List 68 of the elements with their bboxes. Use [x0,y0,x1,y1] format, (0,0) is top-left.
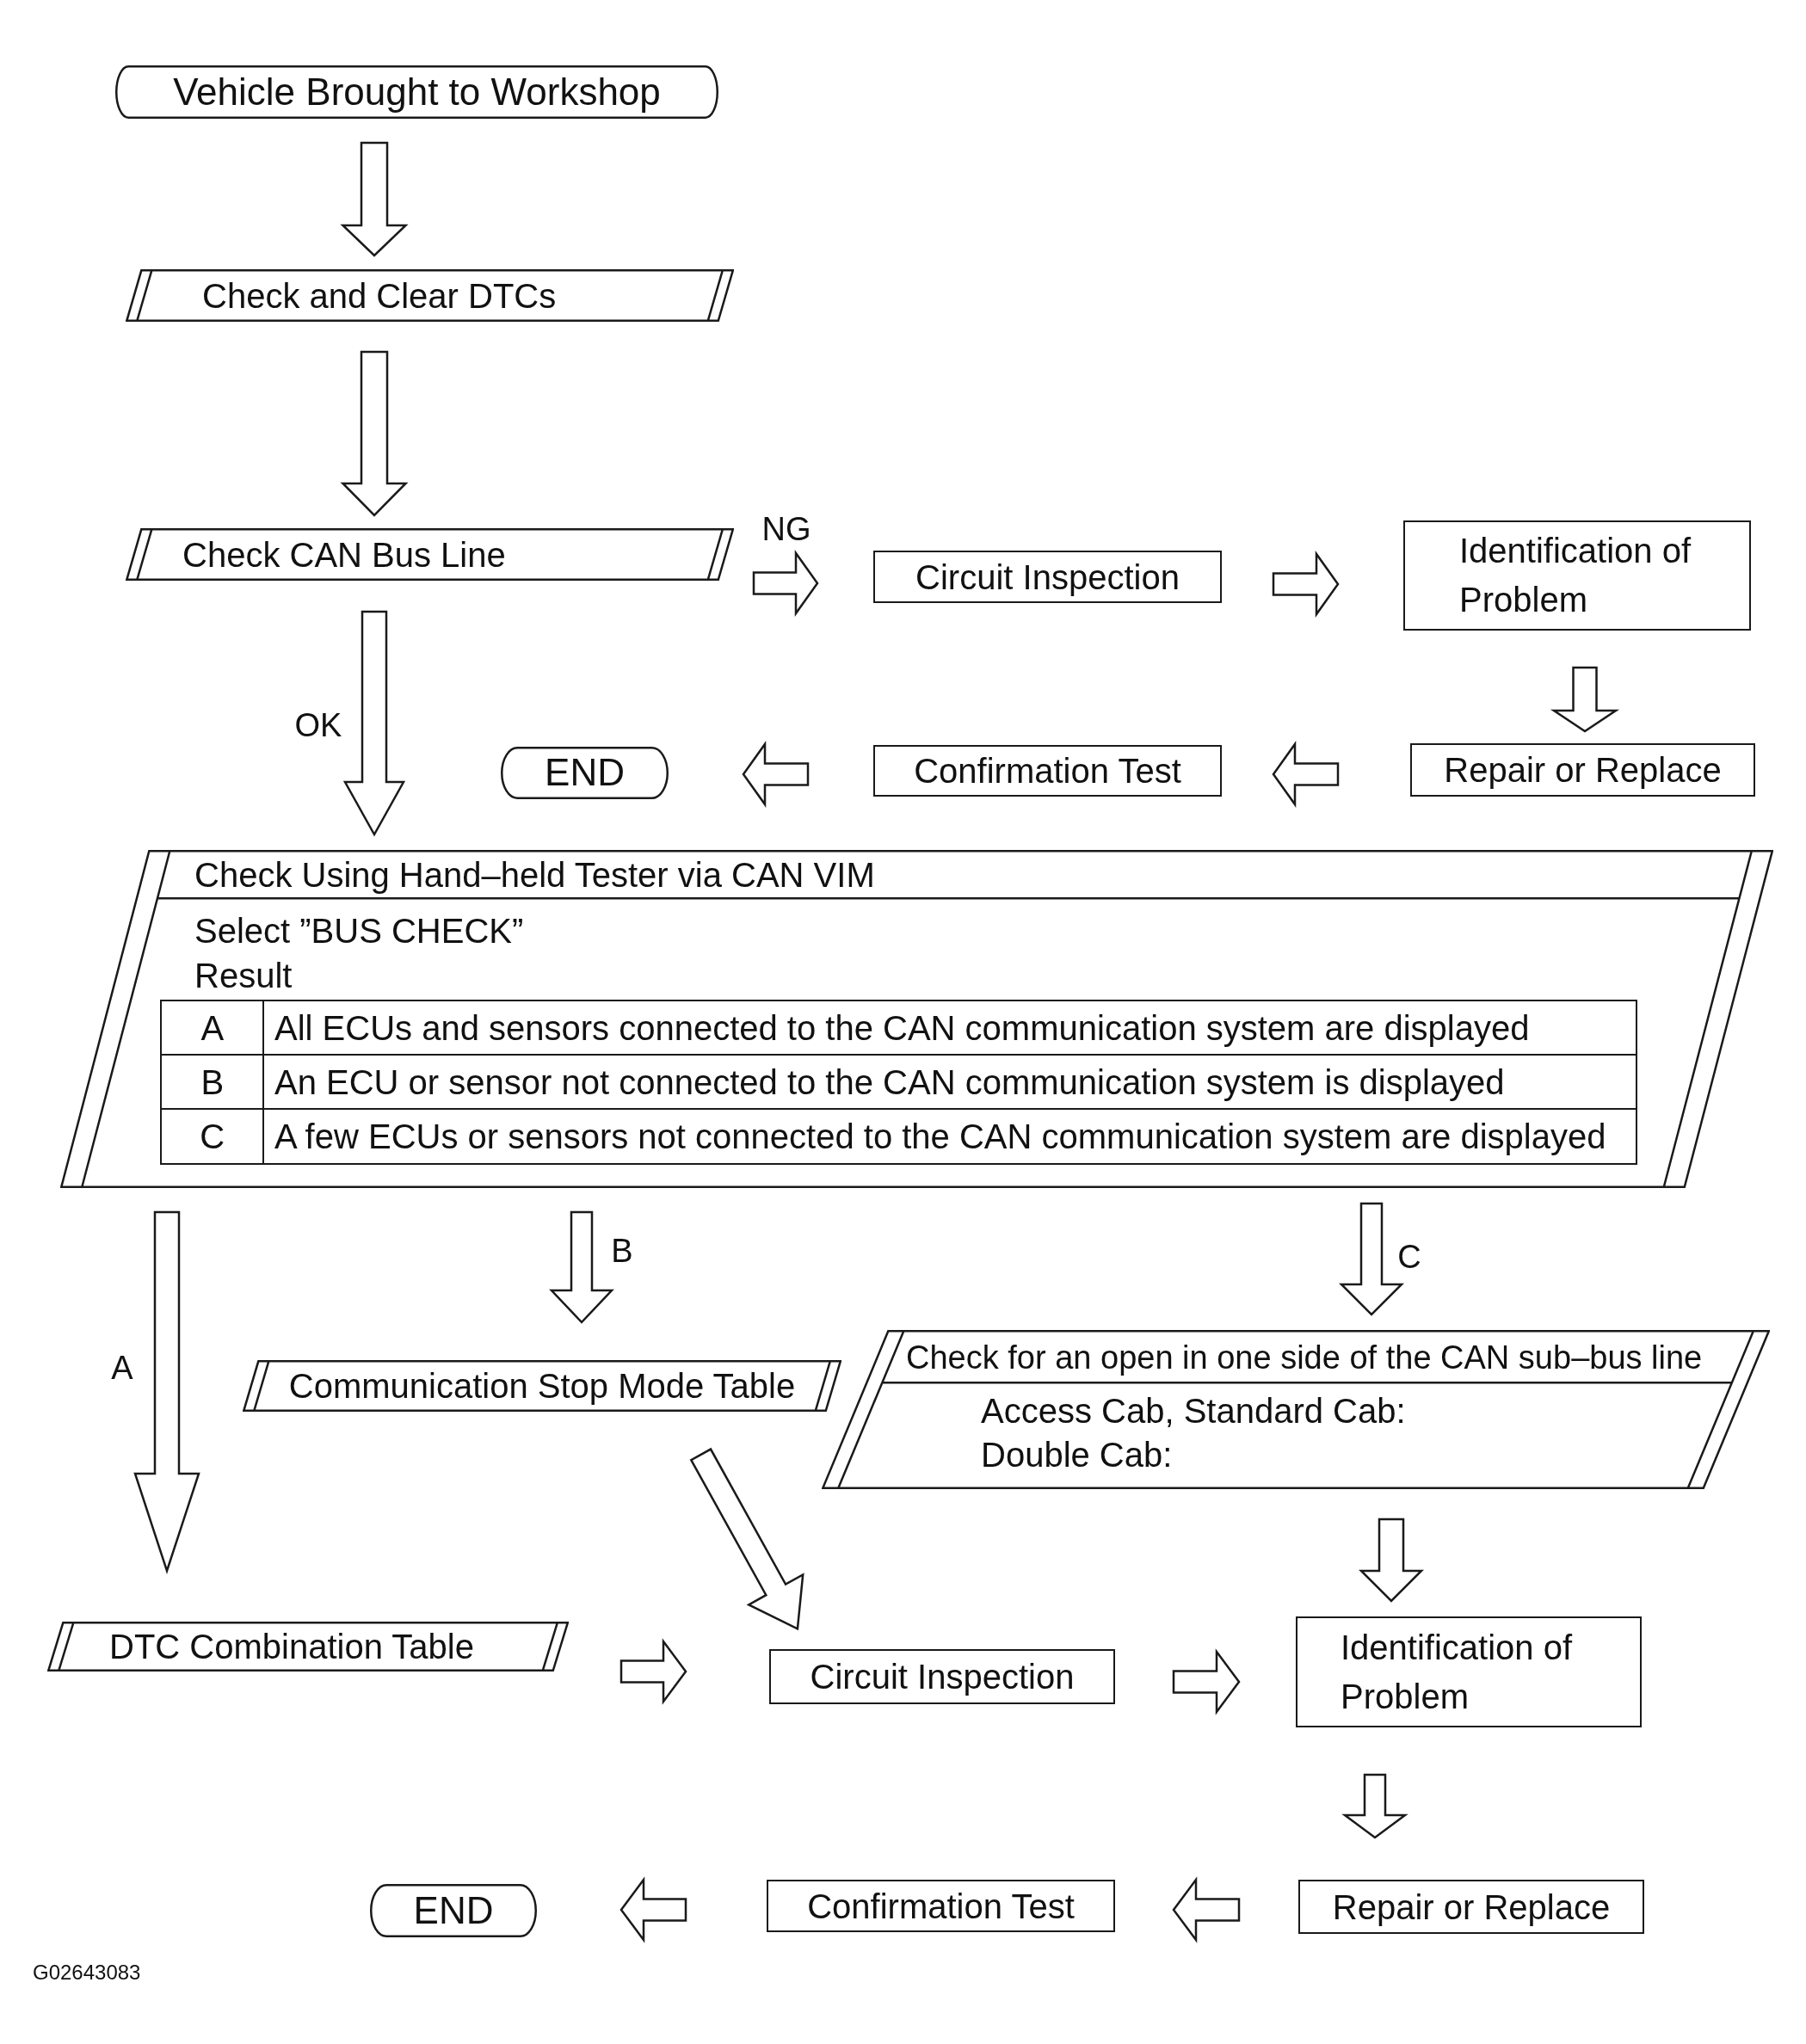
table-cell: All ECUs and sensors connected to the CAN communication system are displayed [262,1000,1637,1056]
step-text: DTC Combination Table [109,1627,474,1667]
block-arrow [1272,741,1340,808]
step-text: Result [194,956,293,996]
block-arrow [752,550,819,617]
terminator-shape [370,1884,537,1937]
process-box [1410,743,1755,797]
table-cell: B [160,1054,265,1111]
step-text: Repair or Replace [1444,750,1722,791]
table-cell: A [160,1000,265,1056]
terminator-shape [501,747,669,799]
parallelogram-step [126,528,734,581]
step-text: Circuit Inspection [915,557,1180,598]
process-box [769,1649,1115,1704]
edge-label: C [1397,1239,1421,1277]
step-text: Circuit Inspection [810,1657,1075,1697]
block-arrow [742,741,810,808]
figure-code: G02643083 [33,1961,141,1985]
block-arrow [1172,1648,1241,1715]
step-text: Confirmation Test [914,751,1181,791]
step-text: Repair or Replace [1332,1887,1611,1928]
process-box [873,745,1222,797]
step-heading: Check for an open in one side of the CAN sub–bus line [906,1339,1703,1378]
step-text: Communication Stop Mode Table [288,1366,796,1407]
step-text: Check CAN Bus Line [182,534,506,576]
step-text: Check and Clear DTCs [202,275,557,317]
block-arrow [1341,1773,1408,1839]
block-arrow [133,1210,200,1574]
step-text: Double Cab: [981,1435,1173,1475]
terminator-shape [115,65,718,119]
block-arrow [619,1638,687,1705]
step-text: Vehicle Brought to Workshop [173,69,661,114]
parallelogram-step [47,1622,569,1672]
edge-label: B [611,1233,633,1271]
block-arrow [1339,1202,1404,1316]
step-text: Identification of Problem [1341,1627,1574,1717]
step-text: END [413,1887,494,1933]
edge-label: NG [761,511,811,549]
block-arrow [1272,551,1340,618]
edge-label: A [111,1350,133,1388]
block-arrow [1550,666,1620,733]
block-arrow [340,141,409,257]
parallelogram-step [243,1360,841,1412]
block-arrow [1359,1518,1424,1603]
block-arrow [342,610,406,837]
parallelogram-step [60,850,1773,1188]
step-text: Access Cab, Standard Cab: [981,1391,1406,1431]
table-cell: An ECU or sensor not connected to the CAN communication system is displayed [262,1054,1637,1111]
block-arrow [689,1447,804,1631]
parallelogram-step [822,1330,1770,1489]
process-box [1298,1880,1644,1934]
table-cell: C [160,1108,265,1165]
step-text: Identification of Problem [1459,531,1692,620]
step-heading: Check Using Hand–held Tester via CAN VIM [194,855,875,896]
block-arrow [549,1210,614,1324]
step-text: Confirmation Test [807,1886,1075,1927]
process-box [1296,1616,1642,1727]
process-box [1403,520,1751,631]
block-arrow [619,1876,687,1943]
block-arrow [1172,1876,1241,1943]
table-cell: A few ECUs or sensors not connected to the CAN communication system are displayed [262,1108,1637,1165]
step-text: Select ”BUS CHECK” [194,911,524,951]
edge-label: OK [294,707,342,745]
process-box [873,551,1222,603]
process-box [767,1880,1115,1932]
block-arrow [340,350,409,517]
step-text: END [545,750,625,796]
parallelogram-step [126,269,734,322]
